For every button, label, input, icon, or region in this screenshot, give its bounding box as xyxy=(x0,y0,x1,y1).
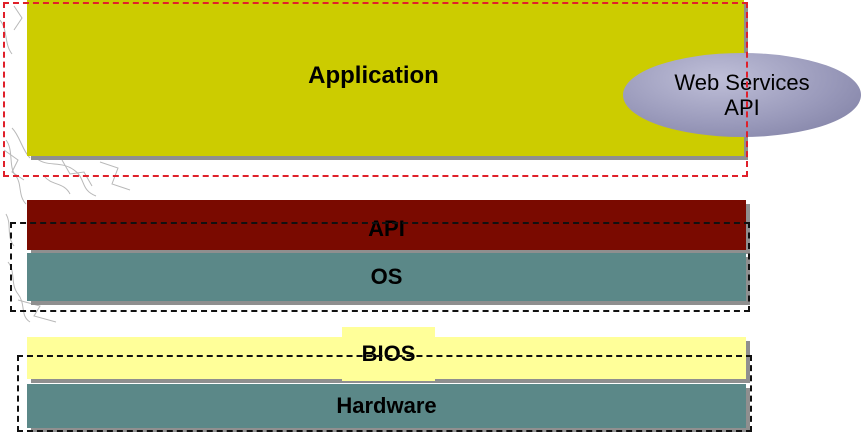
bios-label-box: BIOS xyxy=(342,327,435,381)
application-label: Application xyxy=(308,62,439,89)
web-services-label: Web Services xyxy=(674,69,810,95)
web-services-api-label: API xyxy=(724,95,760,120)
bios-label: BIOS xyxy=(361,341,416,366)
os-label: OS xyxy=(370,264,403,289)
web-services-api-callout: Web Services API xyxy=(623,53,861,137)
hardware-label: Hardware xyxy=(336,393,437,418)
os-layer: OS xyxy=(27,253,746,301)
api-label: API xyxy=(368,216,405,241)
application-layer: Application xyxy=(27,0,744,156)
hardware-layer: Hardware xyxy=(27,384,746,428)
api-layer: API xyxy=(27,200,746,250)
